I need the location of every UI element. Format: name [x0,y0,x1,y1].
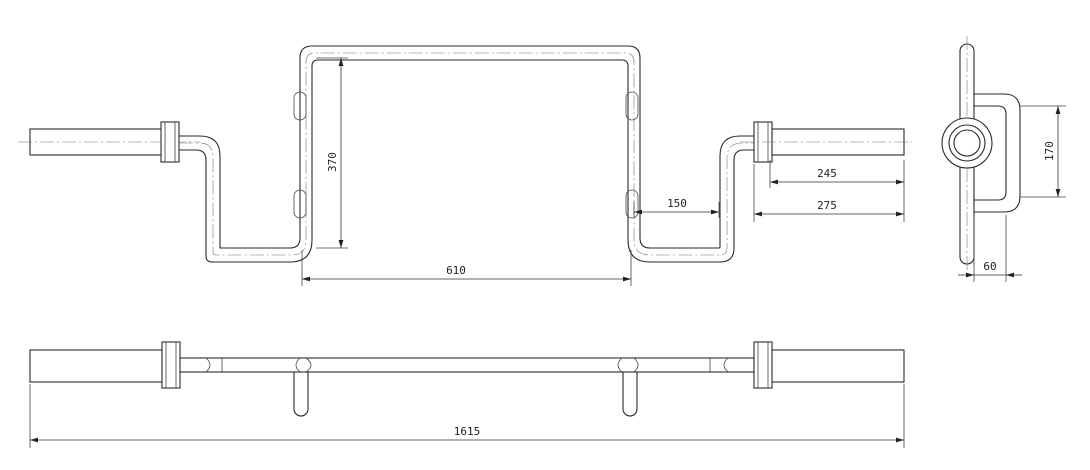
dim-275: 275 [817,199,837,212]
front-view: 1615 [29,341,905,448]
dim-370: 370 [326,152,339,172]
top-view: 370 610 150 245 275 [18,45,912,286]
dim-150: 150 [667,197,687,210]
dim-610: 610 [446,264,466,277]
left-collar [160,121,180,163]
dim-170: 170 [1043,141,1056,161]
dim-245: 245 [817,167,837,180]
bent-bar [179,45,756,263]
dim-1615: 1615 [454,425,481,438]
side-view: 170 60 [941,36,1066,282]
dim-60: 60 [983,260,996,273]
